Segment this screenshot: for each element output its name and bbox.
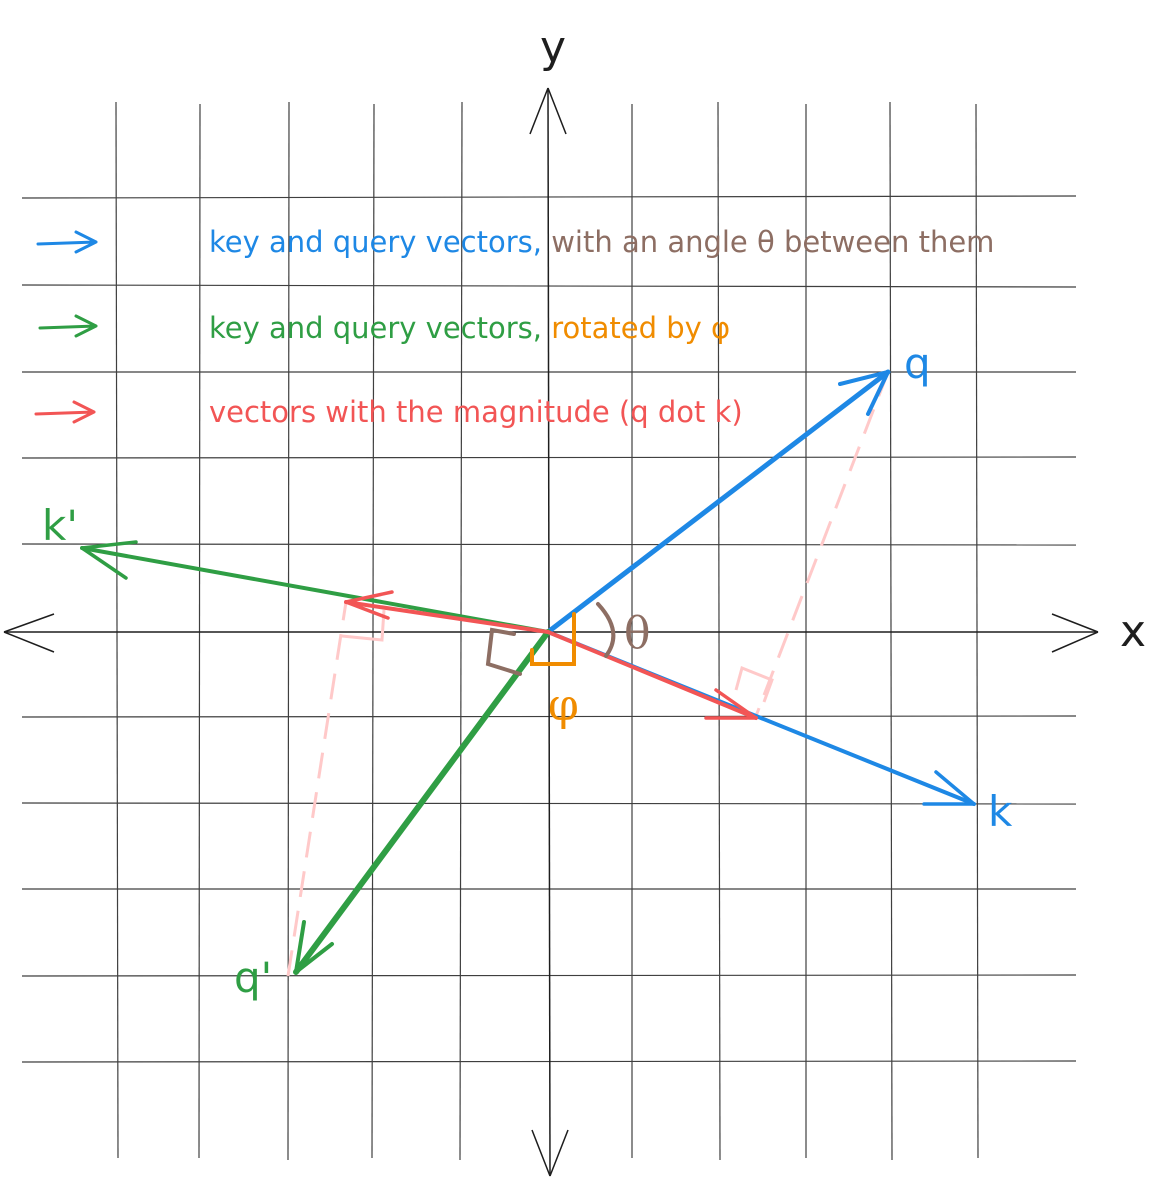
vector-k-arrowhead [922,770,976,806]
phi-label: φ [548,680,579,731]
y-axis-arrow-up [529,87,567,135]
right-angle-mark-krot [341,609,386,642]
vector-q-rot-arrowhead [294,920,334,974]
label-k: k [988,787,1013,836]
legend-item-green: key and query vectors, rotated by φ [38,311,795,345]
theta-label: θ [624,608,651,659]
vector-dot-k-arrowhead [704,688,758,720]
label-q: q [904,339,931,388]
grid-line-v [371,103,375,1159]
legend-arrow-blue-icon [36,230,98,254]
red-vectors [344,590,758,720]
vector-dot-krot [344,600,550,634]
grid-line-v [459,101,463,1161]
projection-lines [286,371,890,977]
legend-text-red-part1: vectors with the magnitude (q dot k) [209,395,743,429]
x-axis-arrow-right [1051,613,1099,653]
right-angle-mark-k [734,665,774,703]
grid-line-v [287,101,290,1161]
legend-text-blue-part2: with an angle θ between them [551,225,994,259]
x-axis-label: x [1120,606,1146,657]
phi-arc [530,612,576,666]
legend-text-green-part2: rotated by φ [551,311,730,345]
vector-k-rot-arrowhead [80,540,138,580]
legend-arrow-green-icon [38,314,98,338]
projection-q-to-k [754,371,890,717]
legend-text-green-part1: key and query vectors, [209,311,551,345]
vector-q-arrowhead [838,370,890,416]
vector-q-rot [293,629,551,975]
projection-qrot-to-krot [286,601,348,977]
grid-line-h [21,1060,1077,1063]
legend-item-blue: key and query vectors, with an angle θ b… [36,225,1059,259]
right-angle-marks [341,609,774,703]
legend-text-red: vectors with the magnitude (q dot k) [126,395,807,429]
phi-square-mark [485,627,522,676]
label-q-rot: q' [234,953,272,1002]
legend-text-blue: key and query vectors, with an angle θ b… [126,225,1059,259]
theta-arc [596,602,616,658]
vector-dot-krot-arrowhead [344,590,394,620]
legend: key and query vectors, with an angle θ b… [34,225,1059,429]
x-axis-arrow-left [3,613,55,653]
grid-line-v [889,101,893,1161]
legend-item-red: vectors with the magnitude (q dot k) [34,395,807,429]
blue-vectors [545,369,976,806]
grid-line-v [717,101,721,1161]
grid-line-v [975,103,979,1159]
y-axis-arrow-down [531,1129,569,1177]
grid-line-v [115,101,119,1159]
legend-arrow-red-icon [34,400,96,424]
label-k-rot: k' [42,501,78,550]
y-axis-label: y [540,22,566,73]
vector-dot-k [546,630,758,720]
green-vectors [80,540,551,975]
legend-text-green: key and query vectors, rotated by φ [126,311,795,345]
vector-k-rot [80,546,550,634]
vector-q [545,369,891,635]
grid-line-h [21,195,1077,199]
grid-line-v [198,103,201,1159]
legend-text-blue-part1: key and query vectors, [209,225,551,259]
